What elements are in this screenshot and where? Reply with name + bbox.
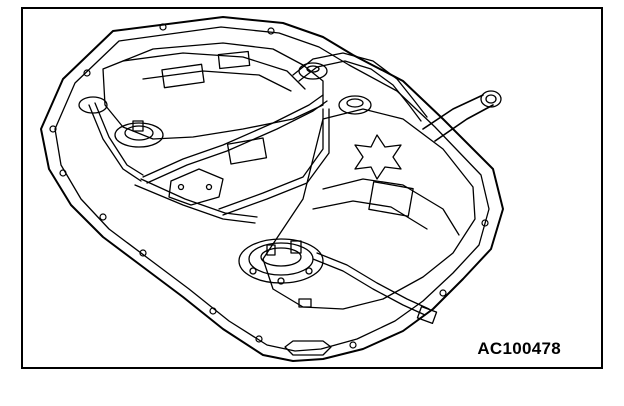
fuel-gauge-unit	[115, 121, 163, 147]
top-panel-recess-2	[218, 51, 249, 68]
figure-code-label: AC100478	[477, 339, 561, 358]
tank-flange-outline	[41, 17, 503, 361]
center-access-cover	[169, 169, 223, 205]
fuel-line-cross	[219, 109, 329, 215]
vent-valve	[339, 96, 371, 114]
breather-clamp	[299, 63, 327, 79]
fuel-line-main	[135, 179, 257, 223]
tank-top-ridge-2	[143, 71, 291, 91]
hose-connector	[417, 307, 436, 324]
fuel-line-rail	[143, 95, 327, 183]
pump-clip	[299, 299, 311, 307]
filler-neck	[423, 91, 501, 141]
right-panel-recess	[369, 182, 413, 217]
tank-right-ridge	[323, 179, 459, 235]
fuel-pump-module	[239, 239, 323, 284]
tank-right-body	[263, 109, 475, 309]
tank-star-stamp	[355, 135, 401, 179]
left-access-plate	[79, 97, 107, 113]
tank-top-ridge	[123, 53, 305, 89]
fuel-feed-hose	[313, 253, 429, 315]
tank-right-ridge-2	[313, 201, 427, 229]
fuel-line-left	[89, 103, 143, 181]
figure-frame: AC100478	[21, 7, 603, 369]
top-panel-recess-1	[162, 64, 204, 87]
flange-bolt-holes	[50, 24, 488, 348]
tank-flange-inner	[55, 27, 489, 351]
mid-panel-recess	[228, 138, 267, 164]
bottom-bracket	[285, 341, 331, 355]
fuel-tank-illustration	[23, 9, 601, 367]
